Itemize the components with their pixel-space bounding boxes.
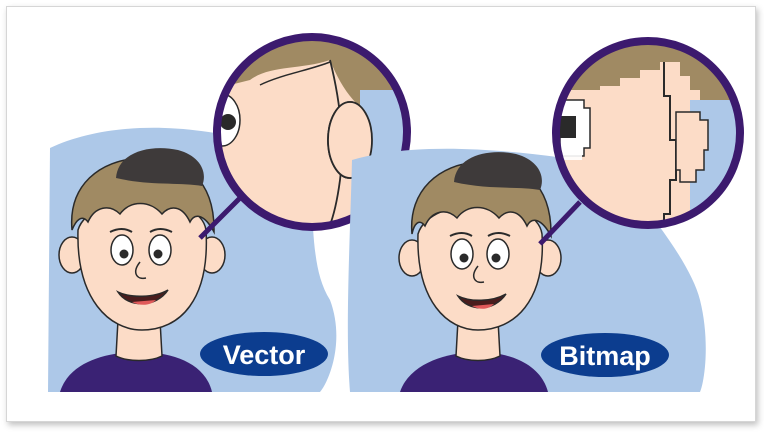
bitmap-label: Bitmap: [559, 341, 651, 371]
vector-label: Vector: [223, 340, 306, 370]
bitmap-label-badge: Bitmap: [541, 333, 669, 377]
bitmap-panel: Bitmap: [348, 35, 750, 392]
vector-label-badge: Vector: [200, 332, 328, 376]
